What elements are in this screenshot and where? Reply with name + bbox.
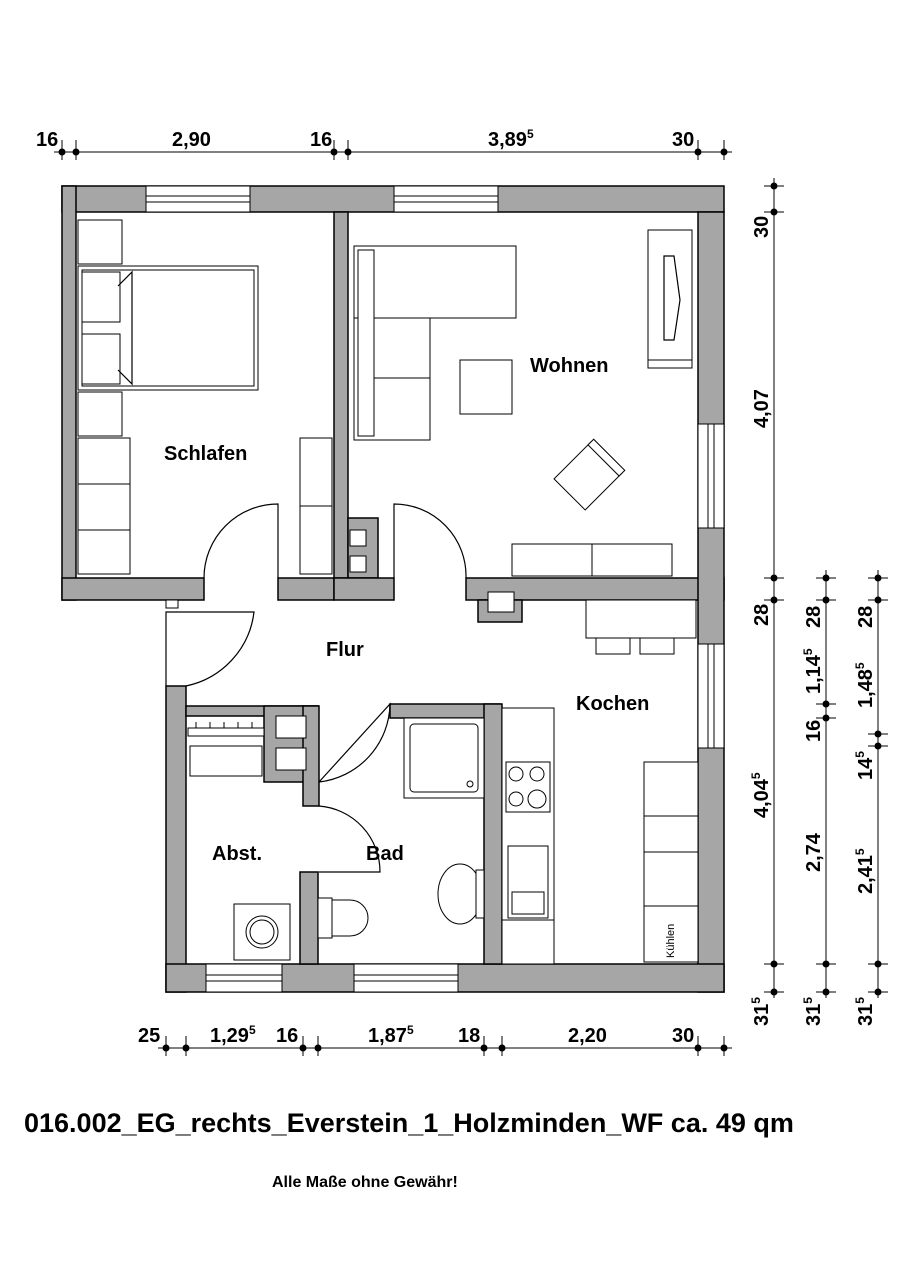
appliance-label-kuehlen: Kühlen bbox=[665, 924, 677, 958]
dim-label: 30 bbox=[672, 1025, 694, 1047]
dimension-lines bbox=[54, 140, 888, 1056]
dim-label: 1,145 bbox=[801, 648, 825, 694]
dim-label: 18 bbox=[458, 1025, 480, 1047]
dimension-labels-right-1: 30 4,07 28 4,045 315 bbox=[749, 216, 773, 1026]
dim-label: 2,20 bbox=[568, 1025, 607, 1047]
dim-label: 315 bbox=[749, 997, 773, 1026]
dim-label: 3,895 bbox=[488, 127, 534, 151]
dim-label: 16 bbox=[310, 129, 332, 151]
furniture-schlafen bbox=[77, 219, 333, 575]
dim-label: 16 bbox=[803, 720, 825, 742]
room-label-wohnen: Wohnen bbox=[530, 355, 609, 377]
dim-label: 28 bbox=[855, 606, 877, 628]
dim-label: 315 bbox=[801, 997, 825, 1026]
disclaimer-note: Alle Maße ohne Gewähr! bbox=[272, 1174, 458, 1191]
dimension-labels-top: 16 2,90 16 3,895 30 bbox=[36, 127, 694, 151]
windows bbox=[145, 185, 725, 993]
room-label-schlafen: Schlafen bbox=[164, 443, 247, 465]
dim-label: 2,415 bbox=[853, 848, 877, 894]
dim-label: 1,295 bbox=[210, 1023, 256, 1047]
furniture-wohnen bbox=[353, 229, 693, 577]
chimney-flue bbox=[275, 715, 307, 739]
dimension-labels-right-2: 28 1,145 16 2,74 315 bbox=[801, 606, 825, 1026]
chimney-flue bbox=[349, 529, 367, 547]
dim-label: 4,07 bbox=[751, 389, 773, 428]
room-label-abst: Abst. bbox=[212, 843, 262, 865]
chimney-flue bbox=[487, 591, 515, 613]
dim-label: 2,90 bbox=[172, 129, 211, 151]
dimension-labels-bottom: 25 1,295 16 1,875 18 2,20 30 bbox=[138, 1023, 694, 1047]
furniture-abst bbox=[187, 722, 291, 961]
dim-label: 1,485 bbox=[853, 662, 877, 708]
chimney-flue bbox=[349, 555, 367, 573]
room-label-kochen: Kochen bbox=[576, 693, 649, 715]
room-label-bad: Bad bbox=[366, 843, 404, 865]
chimney-flue bbox=[275, 747, 307, 771]
dim-label: 28 bbox=[751, 604, 773, 626]
dim-label: 2,74 bbox=[803, 832, 825, 872]
dim-label: 30 bbox=[672, 129, 694, 151]
dim-label: 28 bbox=[803, 606, 825, 628]
doors bbox=[165, 503, 467, 873]
dim-label: 145 bbox=[853, 751, 877, 780]
dim-label: 16 bbox=[276, 1025, 298, 1047]
dim-label: 1,875 bbox=[368, 1023, 414, 1047]
dim-label: 25 bbox=[138, 1025, 160, 1047]
dim-label: 4,045 bbox=[749, 772, 773, 818]
dim-label: 30 bbox=[751, 216, 773, 238]
dimension-labels-right-3: 28 1,485 145 2,415 315 bbox=[853, 606, 877, 1026]
dim-label: 315 bbox=[853, 997, 877, 1026]
plan-title: 016.002_EG_rechts_Everstein_1_Holzminden… bbox=[24, 1108, 794, 1138]
dim-label: 16 bbox=[36, 129, 58, 151]
furniture-kochen bbox=[501, 599, 699, 965]
room-label-flur: Flur bbox=[326, 639, 364, 661]
furniture-bad bbox=[317, 717, 485, 939]
